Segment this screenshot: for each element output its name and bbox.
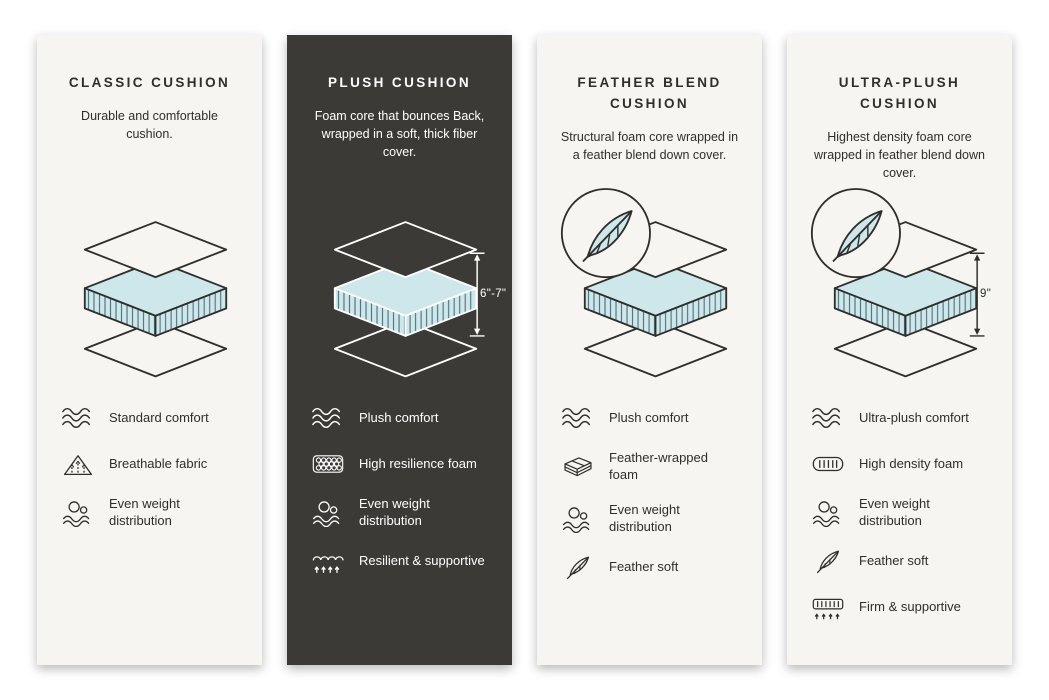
feature-list: Plush comfort Feather-wrapped foam Even … [559,404,740,582]
feature-label: Even weight distribution [859,496,930,528]
firm-supportive-icon [812,598,844,620]
feature-item: Feather soft [559,554,740,582]
comfort-wave-icon [62,407,91,429]
card-header: PLUSH CUSHION Foam core that bounces Bac… [309,73,490,185]
feature-label: Standard comfort [109,409,209,425]
card-description: Foam core that bounces Back, wrapped in … [314,108,485,160]
card-title: ULTRA-PLUSH CUSHION [838,75,961,111]
card-title: FEATHER BLEND CUSHION [577,75,722,111]
feature-label: Breathable fabric [109,455,208,471]
comfort-wave-icon [812,407,841,429]
cushion-comparison-board: CLASSIC CUSHION Durable and comfortable … [37,35,1012,665]
height-measure-label: 9" [980,288,992,301]
cushion-stack-diagram [333,221,485,378]
feature-item: Plush comfort [309,404,490,432]
feature-item: Even weight distribution [59,496,240,530]
cushion-stack-diagram [810,188,985,378]
feature-label: High density foam [859,455,964,471]
feature-item: Plush comfort [559,404,740,432]
even-weight-icon [812,501,840,527]
feature-item: Feather-wrapped foam [559,450,740,484]
cushion-illustration [59,187,240,382]
feature-label: Feather-wrapped foam [609,450,708,482]
feature-label: Feather soft [609,559,679,575]
resilient-supportive-icon [312,555,344,573]
high-density-foam-icon [812,456,844,472]
comfort-wave-icon [312,407,341,429]
feature-item: Breathable fabric [59,450,240,478]
card-ultra-plush-cushion: ULTRA-PLUSH CUSHION Highest density foam… [787,35,1012,665]
feather-badge-icon [560,188,651,279]
feature-label: Feather soft [859,553,929,569]
feature-label: High resilience foam [359,455,477,471]
card-header: CLASSIC CUSHION Durable and comfortable … [59,73,240,185]
even-weight-icon [62,501,90,527]
feature-label: Even weight distribution [609,501,680,534]
card-title: PLUSH CUSHION [328,75,471,90]
feather-wrapped-foam-icon [564,457,592,477]
feature-list: Plush comfort High resilience foam Even … [309,404,490,576]
card-plush-cushion: PLUSH CUSHION Foam core that bounces Bac… [287,35,512,665]
feature-label: Resilient & supportive [359,553,485,569]
card-description: Structural foam core wrapped in a feathe… [560,129,739,162]
feature-item: Resilient & supportive [309,548,490,576]
card-header: FEATHER BLEND CUSHION Structural foam co… [559,73,740,185]
feature-item: Even weight distribution [559,502,740,536]
feature-item: Even weight distribution [809,496,990,530]
height-measure-label: 6"-7" [480,288,507,301]
feature-label: Plush comfort [609,409,689,425]
feature-list: Standard comfort Breathable fabric Even … [59,404,240,530]
card-feather-blend-cushion: FEATHER BLEND CUSHION Structural foam co… [537,35,762,665]
feature-item: Even weight distribution [309,496,490,530]
feature-label: Ultra-plush comfort [859,409,969,425]
comfort-wave-icon [562,407,591,429]
feature-item: High density foam [809,450,990,478]
feather-badge-icon [810,188,901,279]
feature-item: High resilience foam [309,450,490,478]
feature-label: Even weight distribution [109,496,180,528]
cushion-illustration [559,187,740,382]
feather-soft-icon [566,556,590,580]
feature-label: Firm & supportive [859,599,961,615]
feature-list: Ultra-plush comfort High density foam Ev… [809,404,990,622]
feature-item: Standard comfort [59,404,240,432]
card-classic-cushion: CLASSIC CUSHION Durable and comfortable … [37,35,262,665]
cushion-illustration: 6"-7" [309,187,506,382]
feature-label: Even weight distribution [359,496,430,528]
card-header: ULTRA-PLUSH CUSHION Highest density foam… [809,73,990,185]
feature-label: Plush comfort [359,409,439,425]
feature-item: Ultra-plush comfort [809,404,990,432]
cushion-illustration: 9" [809,187,992,382]
cushion-stack-diagram [83,221,227,378]
even-weight-icon [312,501,340,527]
breathable-fabric-icon [63,455,93,476]
feature-item: Feather soft [809,548,990,576]
high-resilience-foam-icon [312,455,344,473]
feather-soft-icon [816,550,840,574]
even-weight-icon [562,506,590,533]
card-title: CLASSIC CUSHION [68,75,231,90]
card-description: Highest density foam core wrapped in fea… [814,129,985,181]
card-description: Durable and comfortable cushion. [81,108,218,142]
feature-item: Firm & supportive [809,594,990,622]
cushion-stack-diagram [560,188,727,378]
